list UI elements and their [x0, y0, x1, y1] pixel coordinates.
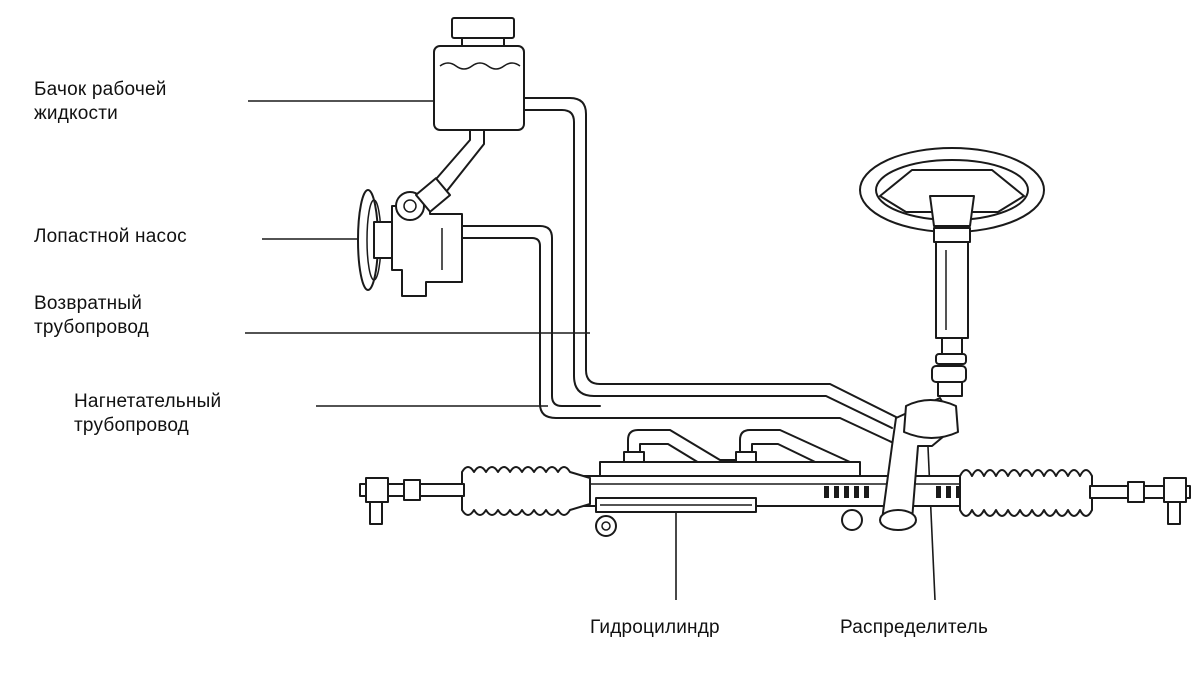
leader-valve [927, 446, 936, 601]
label-reservoir-line-2: жидкости [34, 103, 118, 124]
label-pressure-line-2: трубопровод [74, 415, 189, 436]
label-return-line-2: трубопровод [34, 317, 149, 338]
label-cylinder: Гидроцилиндр [590, 616, 720, 640]
steering-wheel [859, 147, 1045, 397]
pump [357, 177, 463, 297]
reservoir [429, 17, 525, 193]
leader-lines [245, 100, 936, 601]
label-valve: Распределитель [840, 616, 988, 640]
label-pump: Лопастной насос [34, 225, 187, 249]
left-tie-rod [359, 477, 465, 525]
label-return-line: Возвратный трубопровод [34, 292, 149, 340]
label-reservoir-line-1: Бачок рабочей [34, 79, 167, 100]
label-reservoir: Бачок рабочей жидкости [34, 78, 167, 126]
label-pressure-line: Нагнетательный трубопровод [74, 390, 221, 438]
steering-rack [567, 397, 997, 537]
label-cylinder-line-1: Гидроцилиндр [590, 617, 720, 638]
right-tie-rod [1089, 477, 1191, 525]
left-boot [461, 466, 591, 516]
label-return-line-1: Возвратный [34, 293, 143, 314]
label-valve-line-1: Распределитель [840, 617, 989, 638]
right-boot [959, 469, 1093, 517]
return-pipe [519, 97, 899, 429]
pressure-pipe [429, 225, 901, 447]
label-pressure-line-1: Нагнетательный [74, 391, 222, 412]
label-pump-line-1: Лопастной насос [34, 226, 187, 247]
